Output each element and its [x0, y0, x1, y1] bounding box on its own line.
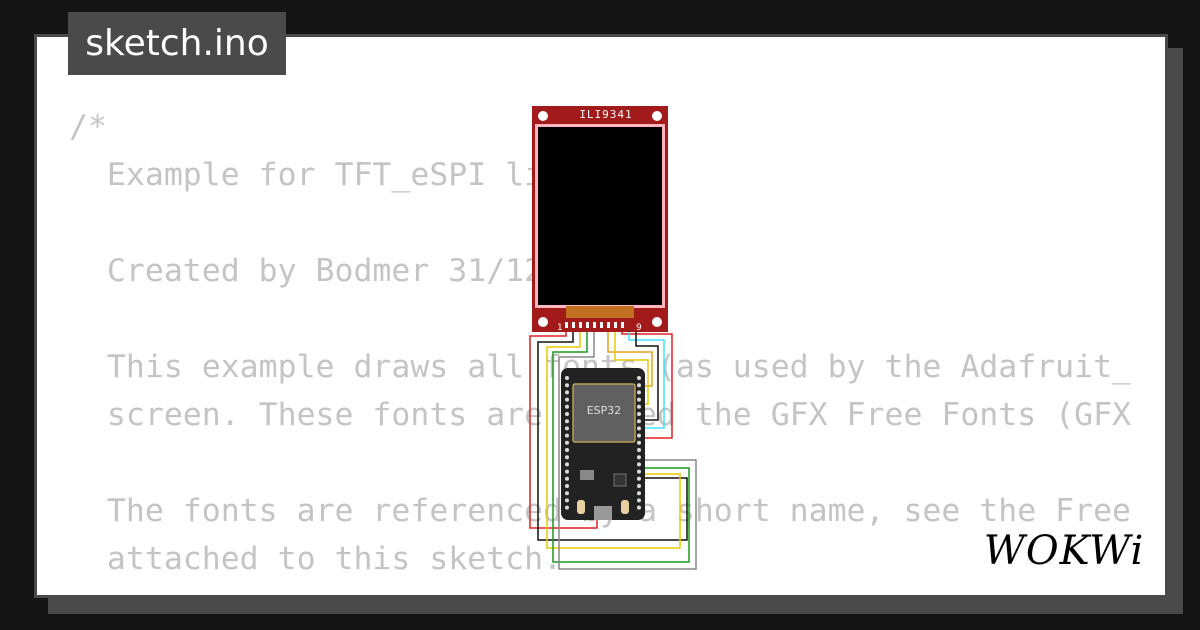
header-pin [637, 505, 641, 510]
mount-hole [538, 111, 548, 121]
header-pin [565, 383, 569, 388]
header-pin [637, 440, 641, 445]
header-pin [565, 484, 569, 488]
header-pin [565, 390, 569, 395]
header-pin [565, 455, 569, 460]
display-label: ILI9341 [579, 108, 632, 121]
mount-hole [652, 317, 662, 327]
right-pin-header [637, 376, 641, 510]
wires [529, 324, 697, 570]
header-pin [565, 448, 569, 452]
header-pin [565, 397, 569, 402]
header-pin [637, 462, 641, 467]
wire-black-2 [635, 324, 659, 421]
header-pin [637, 397, 641, 402]
header-pin [565, 426, 569, 431]
header-pin [565, 440, 569, 445]
header-pin [565, 404, 569, 409]
header-pin [637, 433, 641, 438]
regulator [580, 470, 594, 480]
header-pin [565, 412, 569, 416]
header-pin [637, 455, 641, 460]
header-pin [637, 383, 641, 388]
code-line: Created by Bodmer 31/12 [69, 253, 544, 289]
code-line: The fonts are referenced by a short name… [106, 493, 1132, 529]
usb-chip [613, 473, 627, 487]
file-tab[interactable]: sketch.ino [68, 12, 286, 75]
left-pin-header [565, 376, 569, 510]
pin-label-first: 1 [557, 323, 563, 333]
header-pin [637, 498, 641, 503]
header-pin [565, 498, 569, 503]
header-pin [565, 376, 569, 380]
header-pin [637, 476, 641, 481]
code-preview: /* Example for TFT_eSPI li Created by Bo… [69, 103, 1131, 583]
mount-hole [652, 111, 662, 121]
header-pin [637, 419, 641, 424]
header-pin [565, 469, 569, 474]
wire-gray [558, 324, 697, 570]
wire-yellow [546, 324, 681, 549]
wokwi-logo: WOKWi [983, 528, 1145, 574]
header-pin [637, 390, 641, 395]
ribbon-connector [566, 306, 634, 318]
header-pin [637, 469, 641, 474]
button-boot [621, 500, 629, 514]
header-pin [637, 448, 641, 452]
wire-black [537, 324, 688, 541]
header-pin [565, 491, 569, 496]
display-pins [565, 322, 624, 328]
header-pin [637, 412, 641, 416]
esp32-board: ESP32 [561, 368, 645, 520]
header-pin [565, 433, 569, 438]
header-pin [637, 376, 641, 380]
button-en [577, 500, 585, 514]
header-pin [637, 404, 641, 409]
tft-display: ILI9341 1 9 [532, 106, 668, 333]
header-pin [565, 462, 569, 467]
mcu-label: ESP32 [587, 404, 622, 417]
header-pin [637, 426, 641, 431]
header-pin [565, 419, 569, 424]
wire-cyan [628, 324, 665, 429]
wire-green [552, 324, 690, 563]
wire-red [529, 324, 598, 529]
pin-label-last: 9 [636, 323, 642, 333]
file-tab-label: sketch.ino [85, 23, 269, 64]
header-pin [565, 476, 569, 481]
esp32-module [572, 383, 636, 443]
header-pin [565, 505, 569, 510]
display-screen [538, 127, 662, 305]
code-line: attached to this sketch. [69, 541, 563, 577]
header-pin [637, 491, 641, 496]
code-line: /* [69, 109, 107, 145]
mount-hole [538, 317, 548, 327]
wire-yellow-2 [614, 324, 649, 405]
usb-port [594, 506, 612, 520]
header-pin [637, 484, 641, 488]
